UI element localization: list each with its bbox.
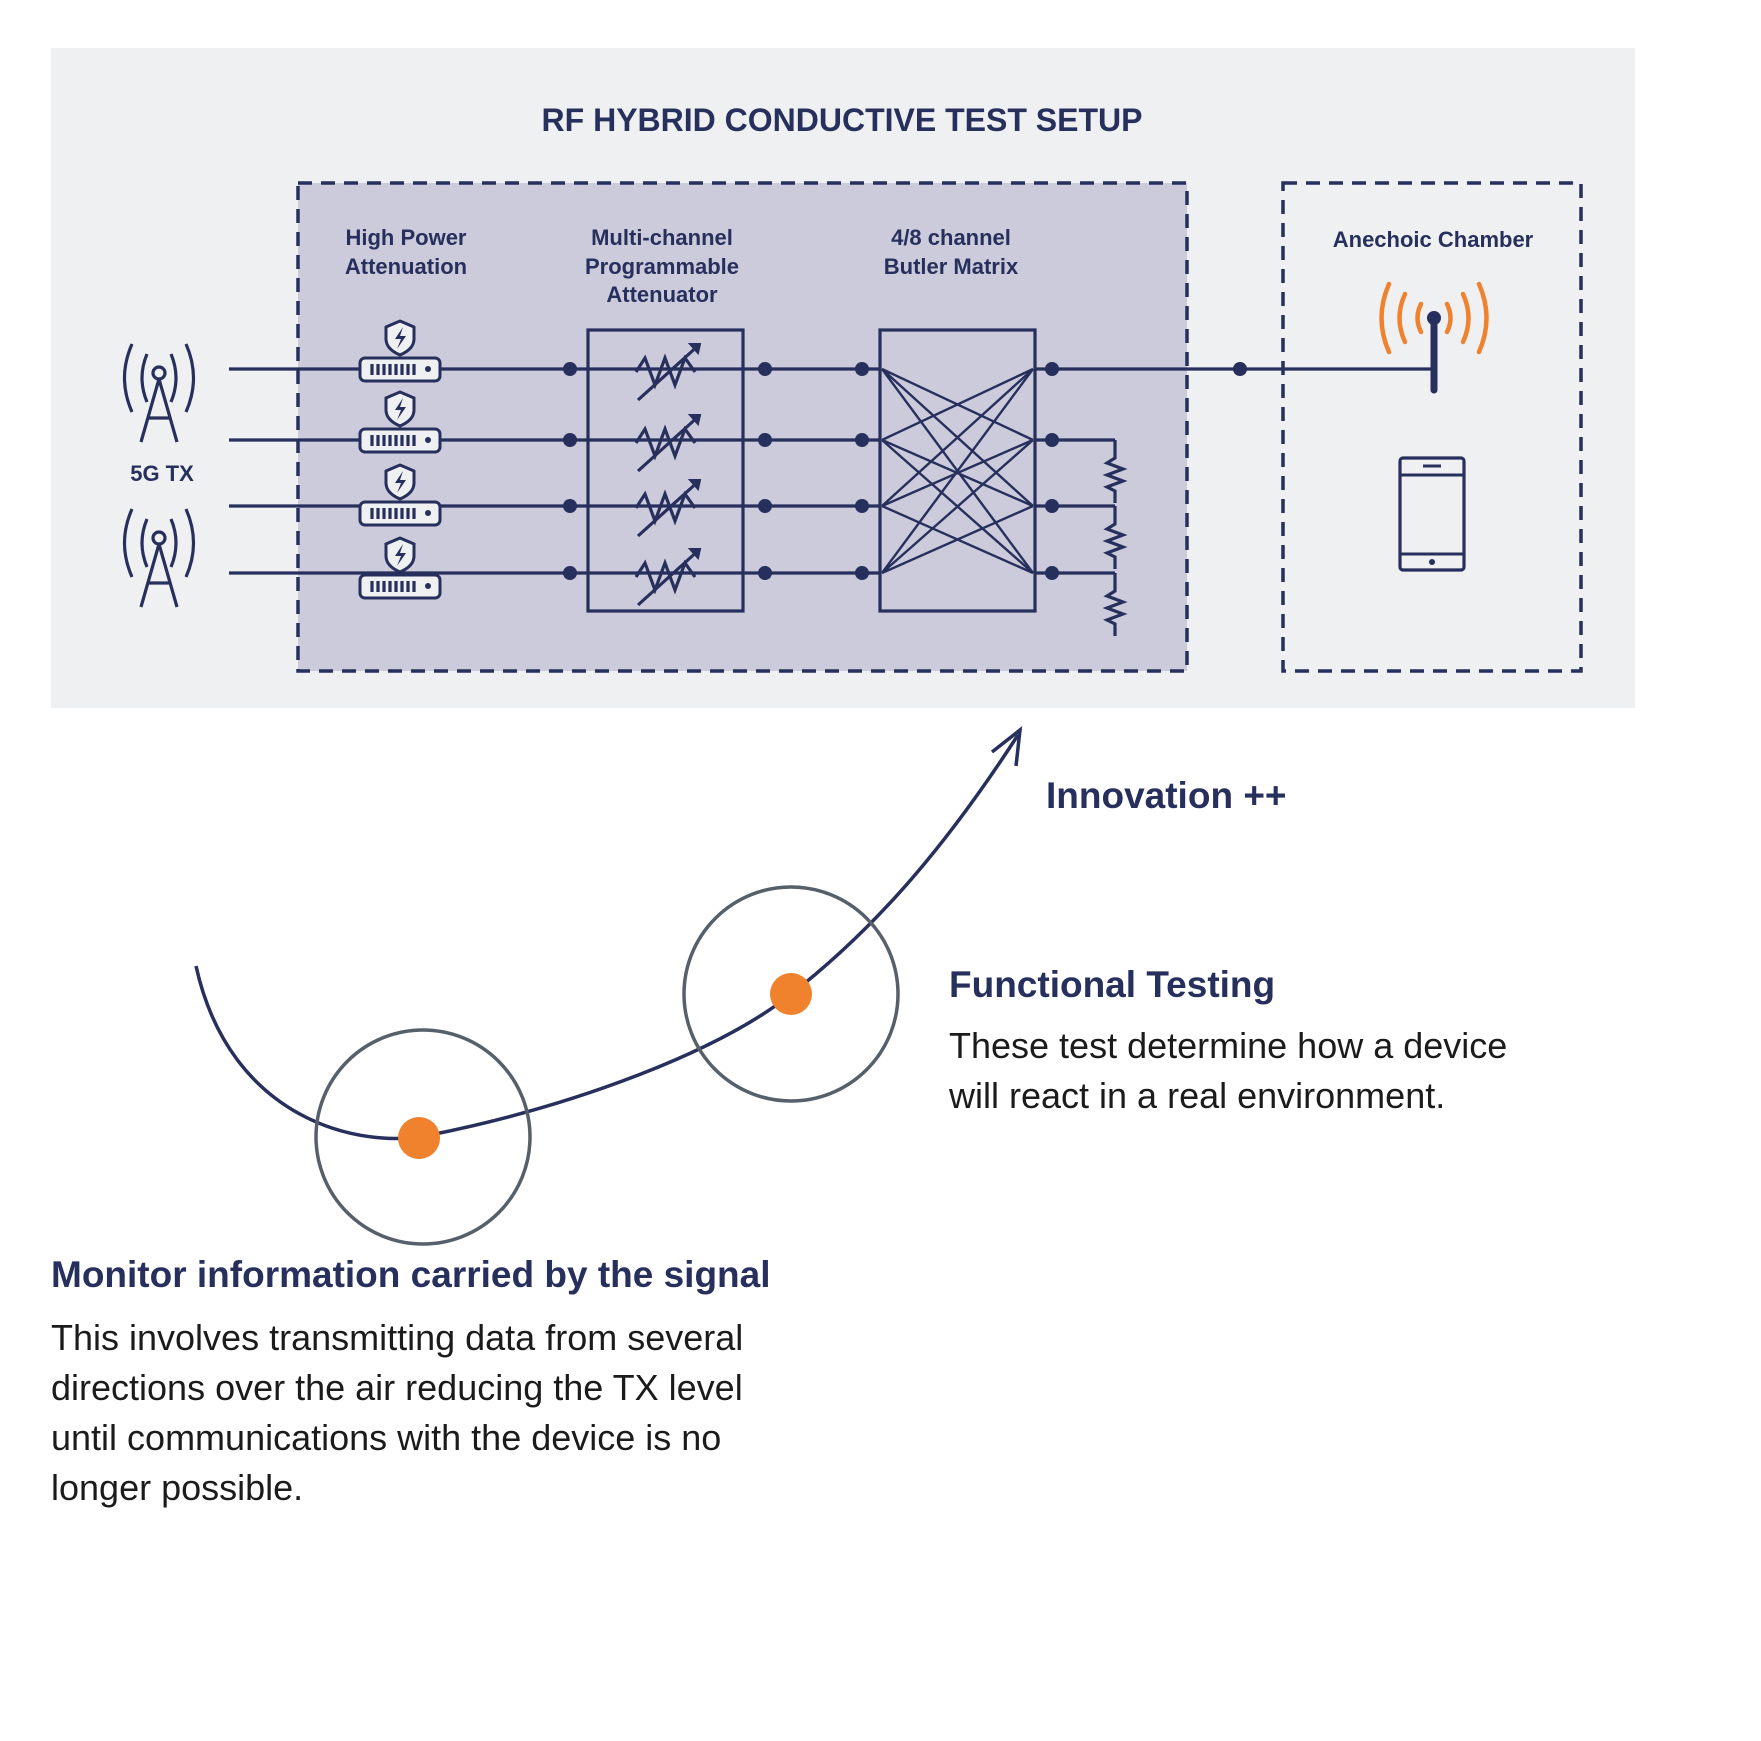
functional-stage-ring (682, 885, 900, 1103)
high-power-attenuation-label: High Power Attenuation (345, 225, 467, 279)
anechoic-chamber-label: Anechoic Chamber (1333, 227, 1534, 252)
functional-heading: Functional Testing (949, 964, 1275, 1005)
monitor-line: directions over the air reducing the TX … (51, 1367, 743, 1408)
butler-matrix-crossings (881, 367, 1034, 575)
smartphone-icon (1398, 456, 1466, 572)
svg-text:Multi-channel: Multi-channel (591, 225, 733, 250)
monitor-line: longer possible. (51, 1467, 303, 1508)
variable-attenuator-icon (634, 547, 702, 607)
tx-tower-icon (122, 508, 196, 608)
programmable-attenuator-box (586, 328, 745, 613)
high-power-attenuator-icon (358, 319, 442, 383)
monitor-stage-marker (398, 1117, 440, 1159)
svg-text:Butler Matrix: Butler Matrix (884, 254, 1019, 279)
functional-stage-marker (770, 973, 812, 1015)
termination-resistor-icon (1102, 506, 1128, 569)
tx-label: 5G TX (130, 461, 194, 486)
variable-attenuator-icon (634, 342, 702, 402)
high-power-attenuator-icon (358, 536, 442, 600)
setup-title: RF HYBRID CONDUCTIVE TEST SETUP (542, 102, 1143, 138)
monitor-stage-ring (314, 1028, 532, 1246)
butler-matrix-label: 4/8 channel Butler Matrix (884, 225, 1019, 279)
svg-text:High Power: High Power (345, 225, 466, 250)
innovation-curve (194, 734, 1020, 1141)
multi-channel-attenuator-label: Multi-channel Programmable Attenuator (585, 225, 739, 307)
termination-resistor-icon (1102, 440, 1128, 503)
monitor-heading: Monitor information carried by the signa… (51, 1254, 771, 1295)
variable-attenuator-icon (634, 478, 702, 538)
functional-line: These test determine how a device (949, 1025, 1507, 1066)
termination-resistor-icon (1102, 573, 1128, 636)
innovation-label: Innovation ++ (1046, 775, 1287, 816)
chamber-antenna-icon (1379, 281, 1489, 394)
svg-text:Attenuation: Attenuation (345, 254, 467, 279)
high-power-attenuator-icon (358, 390, 442, 454)
innovation-arrow-icon (990, 726, 1023, 767)
svg-text:4/8 channel: 4/8 channel (891, 225, 1011, 250)
svg-text:Programmable: Programmable (585, 254, 739, 279)
functional-line: will react in a real environment. (948, 1075, 1445, 1116)
variable-attenuator-icon (634, 413, 702, 473)
junction-dots (563, 362, 1247, 580)
monitor-line: until communications with the device is … (51, 1417, 721, 1458)
anechoic-chamber-box (1281, 181, 1583, 673)
monitor-line: This involves transmitting data from sev… (51, 1317, 743, 1358)
svg-text:Attenuator: Attenuator (606, 282, 718, 307)
high-power-attenuator-icon (358, 463, 442, 527)
tx-tower-icon (122, 343, 196, 443)
